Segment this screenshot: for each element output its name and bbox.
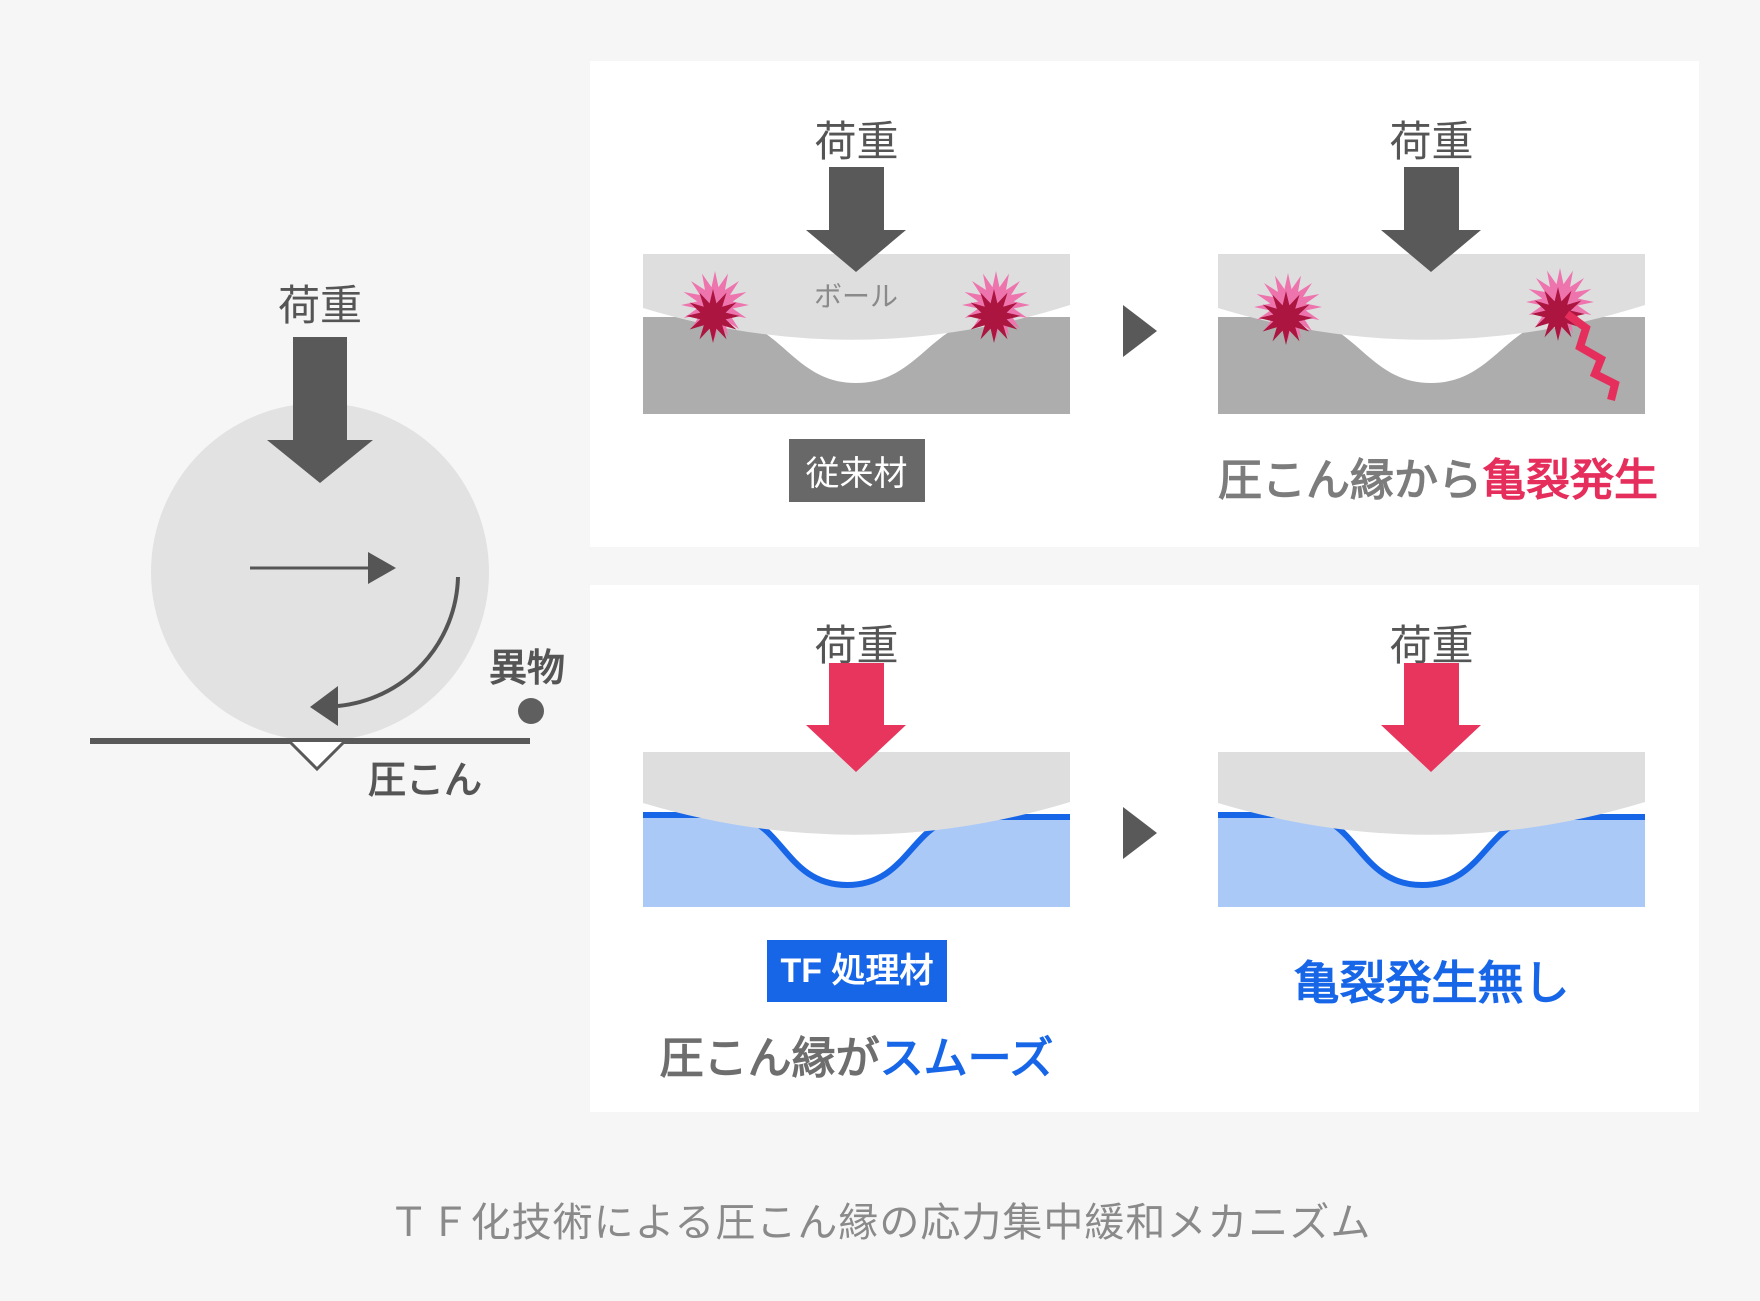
material-shape	[1218, 317, 1645, 414]
stress-burst-icon	[1254, 273, 1322, 345]
foreign-object-label: 異物	[489, 648, 565, 690]
load-label: 荷重	[814, 118, 899, 165]
surface-line	[90, 738, 530, 744]
indentation-notch	[288, 740, 346, 772]
foreign-object-dot	[518, 698, 544, 724]
conventional-material-badge-wrap: 従来材	[643, 439, 1070, 502]
load-arrow-icon	[1381, 167, 1481, 272]
smooth-edge-prefix: 圧こん縁が	[659, 1034, 880, 1083]
crack-result-prefix: 圧こん縁から	[1218, 456, 1482, 505]
ball-shape	[1218, 254, 1645, 340]
load-label: 荷重	[1389, 118, 1474, 165]
left-diagram: 荷重 異物 圧こん	[90, 282, 565, 802]
stress-burst-icon	[962, 271, 1030, 343]
tf-material-badge: TF 処理材	[767, 940, 947, 1002]
rolling-direction-arrow-icon	[250, 552, 396, 584]
load-arrow-icon	[806, 663, 906, 772]
stress-burst-icon	[681, 271, 749, 343]
tf-material-shape	[643, 815, 1070, 907]
ball-label: ボール	[814, 281, 898, 312]
load-arrow-icon	[806, 167, 906, 272]
ball-shape	[643, 752, 1070, 835]
caption: ＴＦ化技術による圧こん縁の応力集中緩和メカニズム	[388, 1201, 1372, 1245]
smooth-edge-highlight: スムーズ	[879, 1034, 1054, 1083]
tf-material-no-crack-diagram	[1218, 663, 1645, 907]
material-shape	[643, 317, 1070, 414]
load-label: 荷重	[814, 622, 899, 669]
ball-shape	[1218, 752, 1645, 835]
conventional-material-badge: 従来材	[788, 439, 925, 502]
crack-result-label: 圧こん縁から亀裂発生	[1218, 444, 1658, 508]
next-step-arrow-icon	[1123, 305, 1157, 357]
smooth-edge-label: 圧こん縁がスムーズ	[643, 1022, 1070, 1086]
bottom-panel: 荷重 荷重 TF 処理材 圧こん縁がスムーズ 亀裂発生無し	[590, 585, 1699, 1112]
crack-result-highlight: 亀裂発生	[1482, 456, 1658, 505]
top-panel: 荷重 荷重 ボール	[590, 61, 1699, 547]
load-label: 荷重	[1389, 622, 1474, 669]
ball-circle	[151, 403, 489, 741]
load-label: 荷重	[278, 282, 362, 329]
rotation-arrow-icon	[310, 576, 460, 726]
no-crack-label: 亀裂発生無し	[1293, 957, 1570, 1009]
tf-material-shape	[1218, 815, 1645, 907]
next-step-arrow-icon	[1123, 807, 1157, 859]
load-arrow-icon	[267, 337, 373, 483]
indentation-label: 圧こん	[368, 760, 482, 802]
ball-shape	[643, 254, 1070, 340]
conventional-material-cracked-diagram	[1218, 167, 1645, 414]
conventional-material-diagram: ボール	[643, 167, 1070, 414]
crack-icon	[1564, 310, 1620, 401]
load-arrow-icon	[1381, 663, 1481, 772]
tf-material-diagram	[643, 663, 1070, 907]
